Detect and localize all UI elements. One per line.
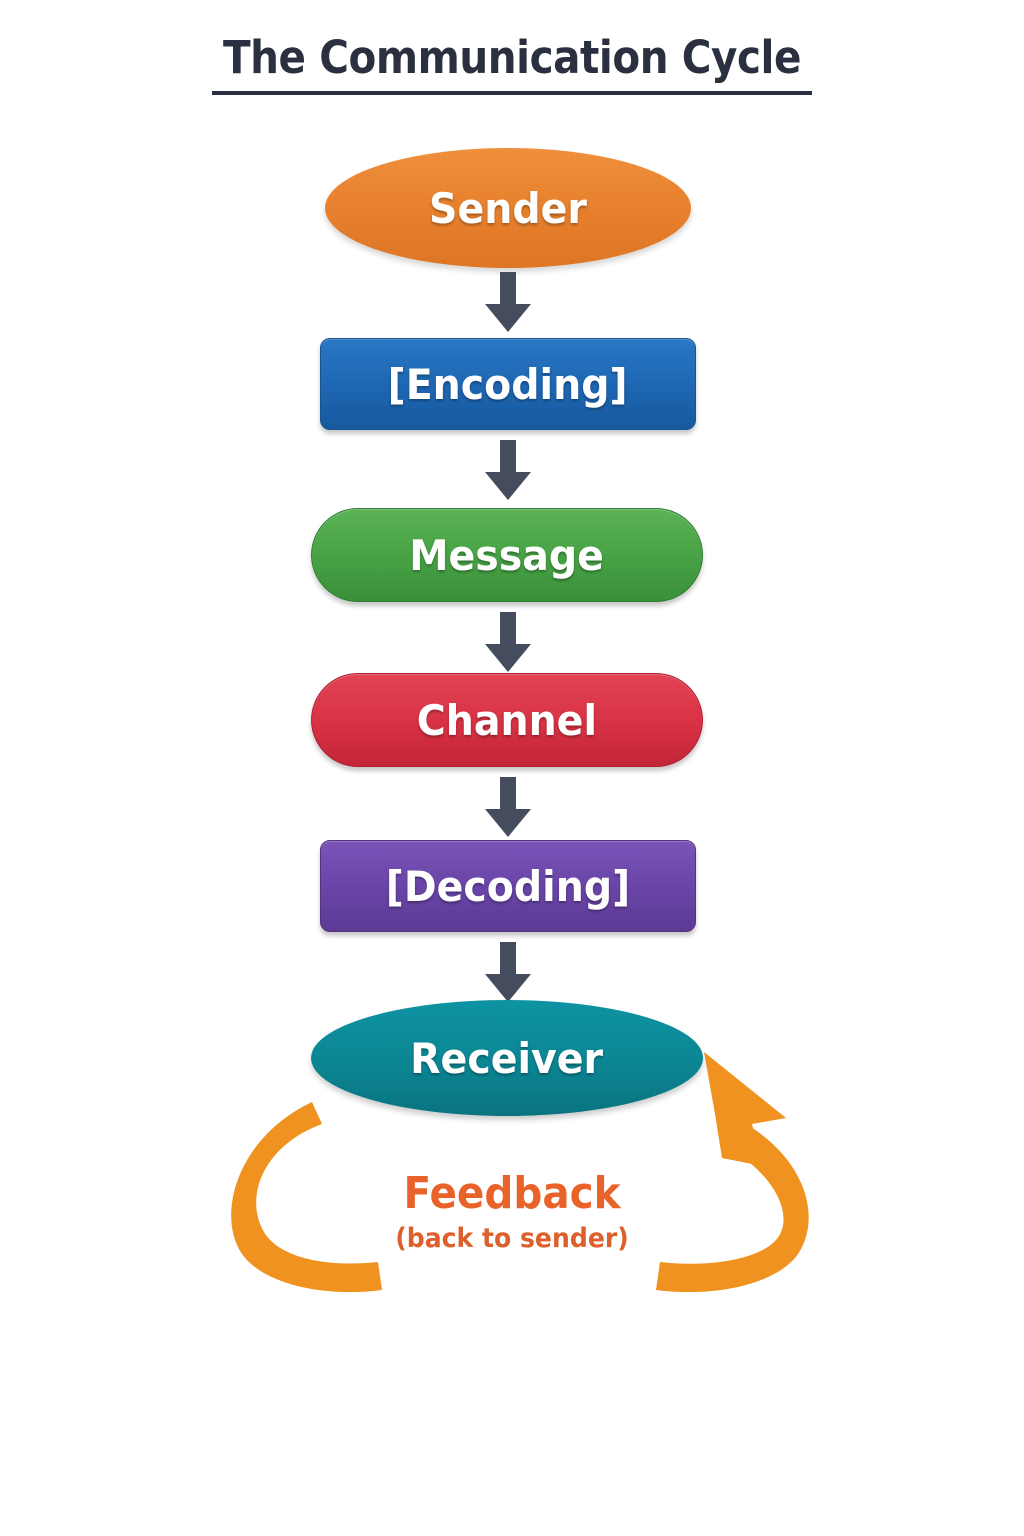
- node-channel-label: Channel: [416, 695, 598, 745]
- feedback-sublabel: (back to sender): [395, 1223, 629, 1254]
- feedback-loop-arrow: [231, 1052, 809, 1293]
- node-sender[interactable]: Sender: [325, 148, 691, 268]
- arrow-encoding-to-message: [485, 440, 531, 500]
- feedback-label: Feedback: [403, 1168, 621, 1219]
- feedback-loop-left-segment: [231, 1102, 382, 1293]
- feedback-loop-right-segment: [656, 1124, 809, 1293]
- node-message[interactable]: Message: [311, 508, 703, 602]
- page-title: The Communication Cycle: [0, 31, 1024, 96]
- node-sender-label: Sender: [429, 183, 587, 233]
- title-underline-rule: [212, 91, 812, 96]
- node-receiver[interactable]: Receiver: [311, 1000, 703, 1116]
- arrow-channel-to-decoding: [485, 777, 531, 837]
- node-decoding-label: [Decoding]: [385, 861, 631, 911]
- title-text: The Communication Cycle: [223, 31, 801, 84]
- feedback-arrowhead-icon: [704, 1052, 786, 1166]
- node-decoding[interactable]: [Decoding]: [320, 840, 696, 932]
- node-message-label: Message: [409, 530, 605, 580]
- feedback-caption: Feedback (back to sender): [0, 1168, 1024, 1254]
- node-encoding[interactable]: [Encoding]: [320, 338, 696, 430]
- node-receiver-label: Receiver: [410, 1033, 604, 1083]
- arrow-decoding-to-receiver: [485, 942, 531, 1002]
- arrow-sender-to-encoding: [485, 272, 531, 332]
- node-channel[interactable]: Channel: [311, 673, 703, 767]
- node-encoding-label: [Encoding]: [388, 359, 628, 409]
- arrow-message-to-channel: [485, 612, 531, 672]
